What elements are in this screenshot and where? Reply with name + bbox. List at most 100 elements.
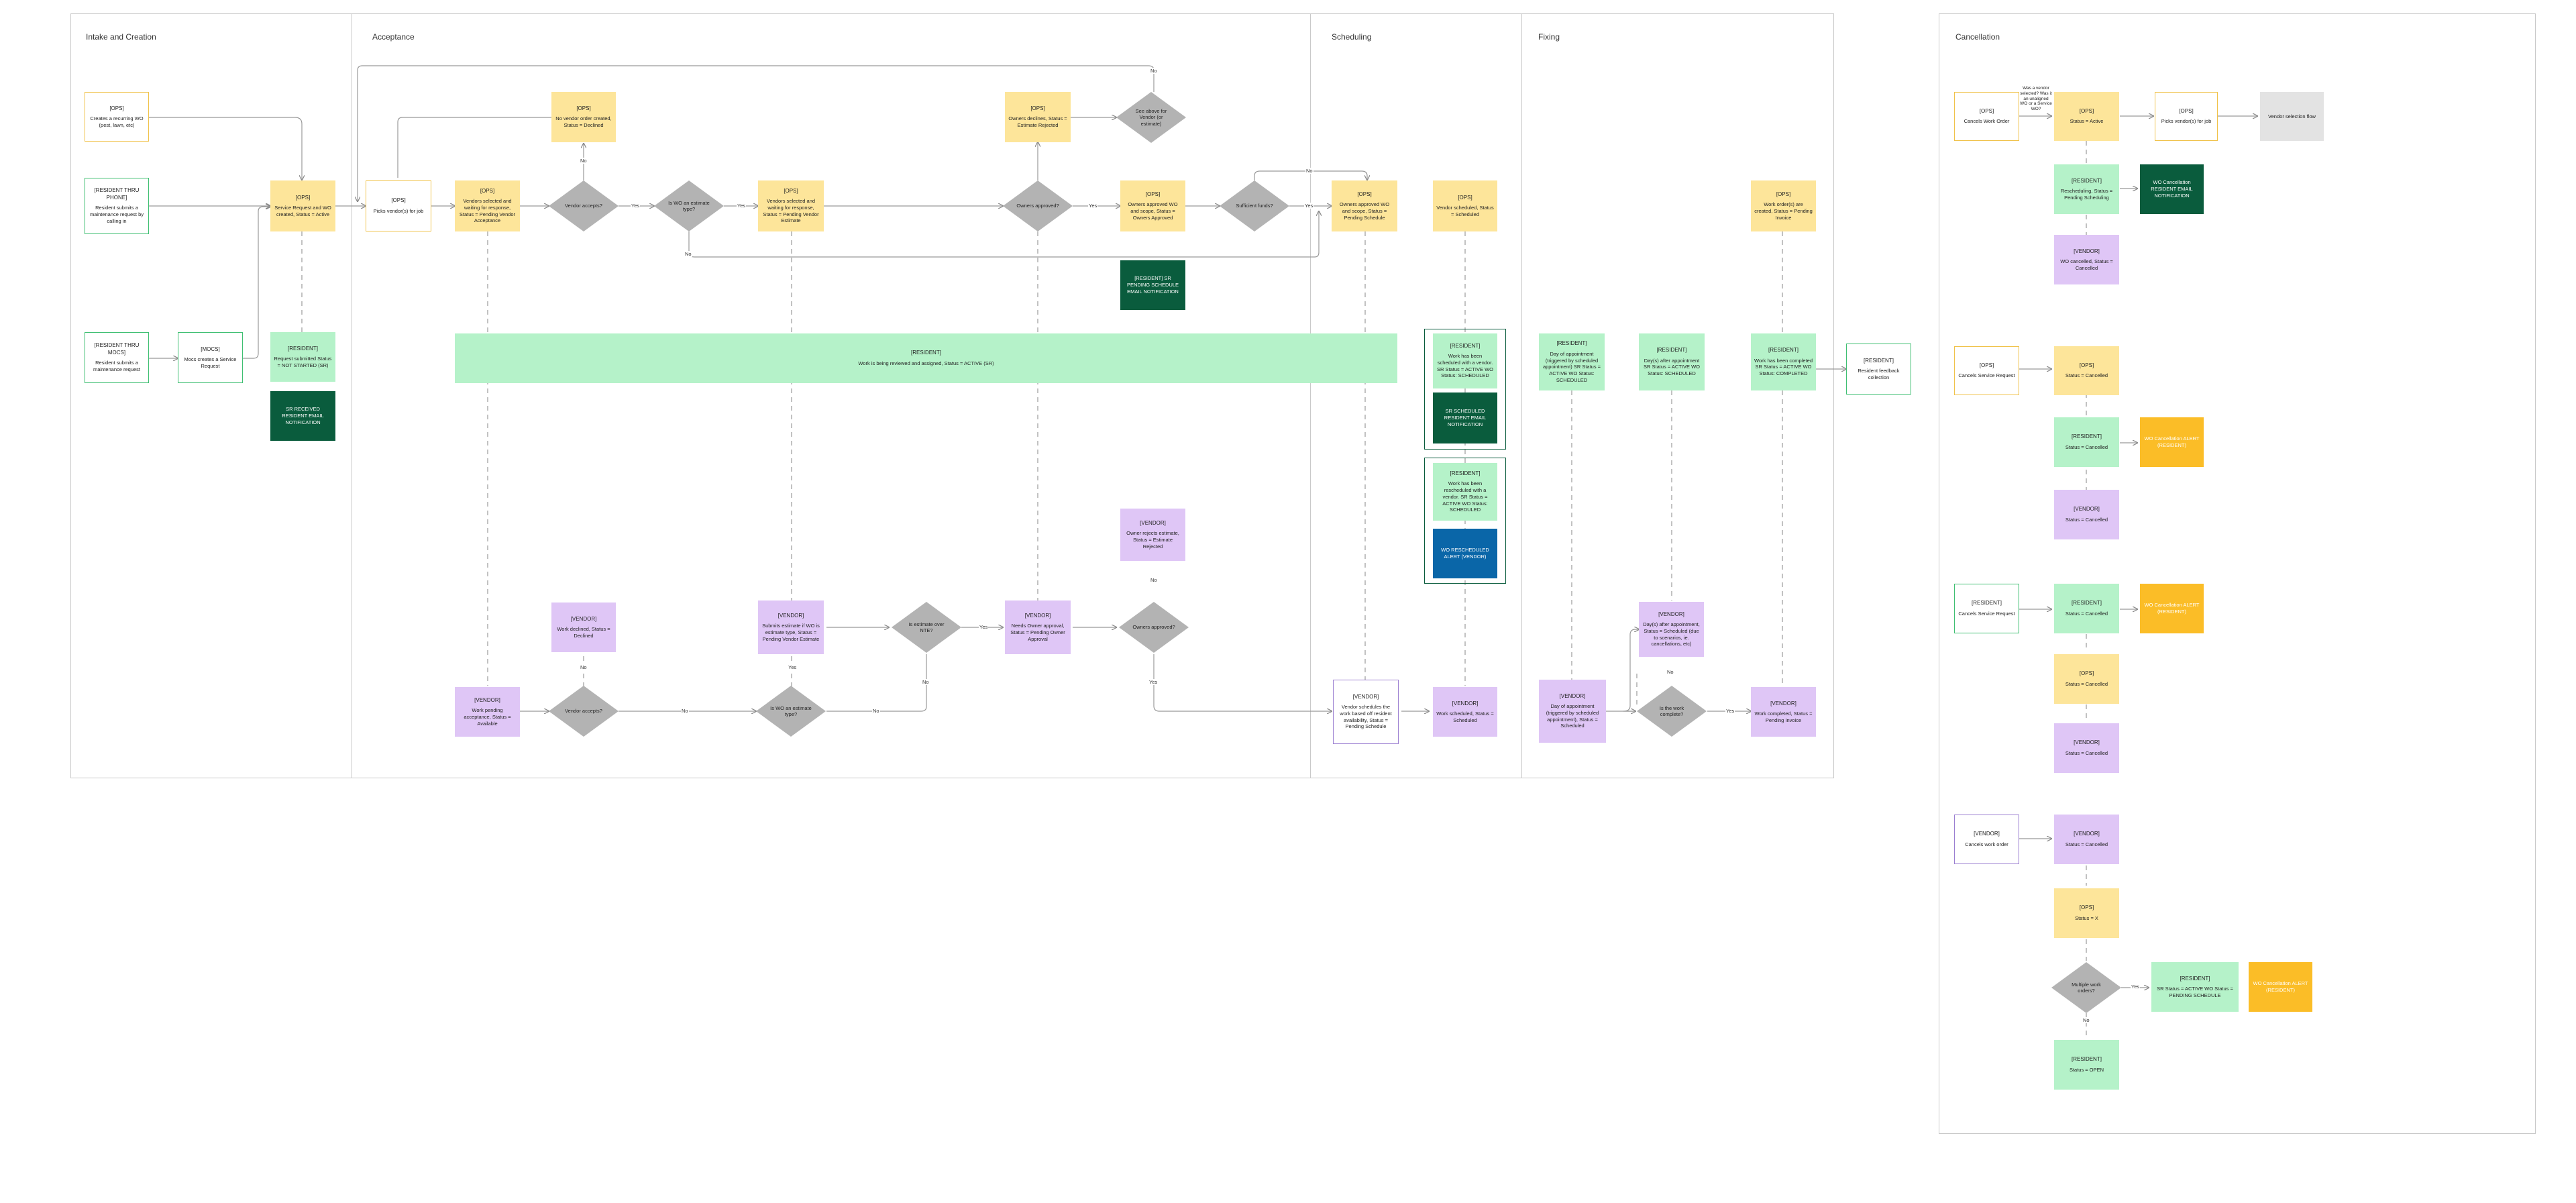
node-work-being-reviewed: [RESIDENT]Work is being reviewed and ass… xyxy=(455,333,1397,383)
label-no-multiple: No xyxy=(2082,1017,2090,1023)
node-vendor-days-after: [VENDOR]Day(s) after appointment, Status… xyxy=(1639,602,1704,657)
label-no-sufficient-funds: No xyxy=(1305,168,1313,174)
frame-scheduled-group xyxy=(1424,329,1506,450)
frame-rescheduled-group xyxy=(1424,458,1506,584)
node-c-alert-1: WO Cancellation ALERT (RESIDENT) xyxy=(2140,417,2204,467)
node-c-vendor-cancelled-3: [VENDOR]Status = Cancelled xyxy=(2054,815,2119,864)
node-resident-feedback: [RESIDENT]Resident feedback collection xyxy=(1846,344,1911,395)
node-vendor-schedules: [VENDOR]Vendor schedules the work based … xyxy=(1333,680,1399,744)
node-resident-not-started: [RESIDENT]Request submitted Status = NOT… xyxy=(270,332,335,382)
node-resident-mocs: [RESIDENT THRU MOCS]Resident submits a m… xyxy=(85,332,149,383)
panel-title-cancellation: Cancellation xyxy=(1955,32,2000,42)
label-no-is-estimate: No xyxy=(684,251,692,257)
panel-title-scheduling: Scheduling xyxy=(1332,32,1372,42)
decision-is-estimate: Is WO an estimate type? xyxy=(654,180,724,231)
node-c-resident-cancelled-1: [RESIDENT]Status = Cancelled xyxy=(2054,417,2119,467)
node-c-ops-cancel-sr: [OPS]Cancels Service Request xyxy=(1954,346,2019,395)
label-yes-owners-approved: Yes xyxy=(1088,203,1098,209)
node-c-resident-open: [RESIDENT]Status = OPEN xyxy=(2054,1040,2119,1090)
node-vendor-declined: [VENDOR]Work declined, Status = Declined xyxy=(551,603,616,652)
node-ops-picks-vendor: [OPS]Picks vendor(s) for job xyxy=(366,180,431,231)
node-vendor-owner-approval: [VENDOR]Needs Owner approval, Status = P… xyxy=(1005,600,1071,654)
node-vendor-completed: [VENDOR]Work completed, Status = Pending… xyxy=(1751,687,1816,737)
label-no-nte: No xyxy=(922,679,930,685)
node-resident-scheduled: [RESIDENT]Work has been scheduled with a… xyxy=(1433,333,1497,388)
node-ops-waiting-acceptance: [OPS]Vendors selected and waiting for re… xyxy=(455,180,520,231)
label-no-is-estimate-2: No xyxy=(872,708,880,714)
decision-multiple-orders: Multiple work orders? xyxy=(2051,962,2121,1013)
label-yes-sufficient-funds: Yes xyxy=(1304,203,1314,209)
node-c-resident-cancelled-2: [RESIDENT]Status = Cancelled xyxy=(2054,584,2119,633)
panel-title-fixing: Fixing xyxy=(1538,32,1560,42)
node-c-alert-2: WO Cancellation ALERT (RESIDENT) xyxy=(2140,584,2204,633)
node-c-vendor-cancelled-2: [VENDOR]Status = Cancelled xyxy=(2054,723,2119,773)
node-ops-pending-invoice: [OPS]Work order(s) are created, Status =… xyxy=(1751,180,1816,231)
node-rescheduled-alert: WO RESCHEDULED ALERT (VENDOR) xyxy=(1433,529,1497,578)
label-yes-nte: Yes xyxy=(979,624,989,630)
label-yes-is-estimate: Yes xyxy=(737,203,747,209)
node-ops-owners-decline: [OPS]Owners declines, Status = Estimate … xyxy=(1005,92,1071,142)
node-resident-day-after: [RESIDENT]Day(s) after appointment SR St… xyxy=(1639,333,1705,390)
node-resident-completed: [RESIDENT]Work has been completed SR Sta… xyxy=(1751,333,1816,390)
node-sr-received-email: SR RECEIVED RESIDENT EMAIL NOTIFICATION xyxy=(270,391,335,441)
node-vendor-day-of: [VENDOR]Day of appointment (triggered by… xyxy=(1539,680,1606,743)
decision-estimate-over-nte: Is estimate over NTE? xyxy=(892,602,961,653)
node-ops-owners-approved: [OPS]Owners approved WO and scope, Statu… xyxy=(1120,180,1185,231)
label-yes-multiple: Yes xyxy=(2131,984,2141,990)
decision-sufficient-funds: Sufficient funds? xyxy=(1220,180,1289,231)
node-sr-pending-email: [RESIDENT] SR PENDING SCHEDULE EMAIL NOT… xyxy=(1120,260,1185,310)
cancel-note: Was a vendor selected? Was it an unalign… xyxy=(2020,86,2052,112)
panel-cancellation xyxy=(1939,13,2536,1134)
node-c-vendor-cancelled: [VENDOR]WO cancelled, Status = Cancelled xyxy=(2054,235,2119,284)
label-no-work-complete: No xyxy=(1666,669,1674,675)
node-c-ops-cancel-wo: [OPS]Cancels Work Order xyxy=(1954,92,2019,141)
panel-title-intake: Intake and Creation xyxy=(86,32,156,42)
label-no-accepts-bottom: No xyxy=(681,708,689,714)
label-no-vendor-accepts: No xyxy=(580,158,588,164)
panel-title-acceptance: Acceptance xyxy=(372,32,415,42)
decision-owners-approved: Owners approved? xyxy=(1003,180,1073,231)
decision-vendor-accepts: Vendor accepts? xyxy=(549,180,619,231)
node-vendor-pending: [VENDOR]Work pending acceptance, Status … xyxy=(455,687,520,737)
node-c-wo-email: WO Cancellation RESIDENT EMAIL NOTIFICAT… xyxy=(2140,164,2204,214)
node-ops-pending-schedule: [OPS]Owners approved WO and scope, Statu… xyxy=(1332,180,1397,231)
decision-see-above: See above for Vendor (or estimate) xyxy=(1116,92,1186,143)
decision-work-complete: Is the work complete? xyxy=(1637,686,1707,737)
node-ops-no-vendor: [OPS]No vendor order created, Status = D… xyxy=(551,92,616,142)
node-c-alert-3: WO Cancellation ALERT (RESIDENT) xyxy=(2249,962,2312,1012)
node-scheduled-email: SR SCHEDULED RESIDENT EMAIL NOTIFICATION xyxy=(1433,393,1497,443)
node-ops-recurring: [OPS]Creates a recurring WO (pest, lawn,… xyxy=(85,92,149,142)
decision-is-estimate-2: Is WO an estimate type? xyxy=(756,686,826,737)
node-ops-vendor-scheduled: [OPS]Vendor scheduled, Status = Schedule… xyxy=(1433,180,1497,231)
node-resident-phone: [RESIDENT THRU PHONE]Resident submits a … xyxy=(85,178,149,234)
label-no-see-above: No xyxy=(1150,68,1158,74)
node-vendor-work-scheduled: [VENDOR]Work scheduled, Status = Schedul… xyxy=(1433,687,1497,737)
node-c-ops-active: [OPS]Status = Active xyxy=(2054,92,2119,141)
node-c-resident-rescheduling: [RESIDENT]Rescheduling, Status = Pending… xyxy=(2054,164,2119,214)
node-c-ops-status-x: [OPS]Status = X xyxy=(2054,888,2119,938)
node-resident-day-of: [RESIDENT]Day of appointment (triggered … xyxy=(1539,333,1605,390)
node-mocs: [MOCS]Mocs creates a Service Request xyxy=(178,332,243,383)
node-c-vendor-flow: Vendor selection flow xyxy=(2260,92,2324,141)
node-resident-rescheduled: [RESIDENT]Work has been rescheduled with… xyxy=(1433,463,1497,521)
label-yes-work-complete: Yes xyxy=(1725,708,1735,714)
node-ops-waiting-estimate: [OPS]Vendors selected and waiting for re… xyxy=(758,180,824,231)
node-ops-service-request: [OPS]Service Request and WO created, Sta… xyxy=(270,180,335,231)
node-c-vendor-cancelled-1: [VENDOR]Status = Cancelled xyxy=(2054,490,2119,539)
label-yes-is-estimate-2: Yes xyxy=(788,664,798,670)
label-yes-owners-approved-2: Yes xyxy=(1148,679,1159,685)
node-c-resident-active: [RESIDENT]SR Status = ACTIVE WO Status =… xyxy=(2151,962,2239,1012)
node-c-resident-cancel-sr: [RESIDENT]Cancels Service Request xyxy=(1954,584,2019,633)
node-c-vendor-cancel-wo: [VENDOR]Cancels work order xyxy=(1954,815,2019,864)
node-vendor-owner-rejects: [VENDOR]Owner rejects estimate, Status =… xyxy=(1120,509,1185,561)
node-vendor-submits-estimate: [VENDOR]Submits estimate if WO is estima… xyxy=(758,600,824,654)
label-no-vendor-accepts-2: No xyxy=(580,664,588,670)
node-c-ops-picks: [OPS]Picks vendor(s) for job xyxy=(2155,92,2218,141)
label-yes-vendor-accepts: Yes xyxy=(631,203,641,209)
decision-vendor-accepts-2: Vendor accepts? xyxy=(549,686,619,737)
decision-owners-approved-2: Owners approved? xyxy=(1119,602,1189,653)
label-no-owners-approved-2: No xyxy=(1150,577,1158,583)
node-c-ops-cancelled-1: [OPS]Status = Cancelled xyxy=(2054,346,2119,395)
